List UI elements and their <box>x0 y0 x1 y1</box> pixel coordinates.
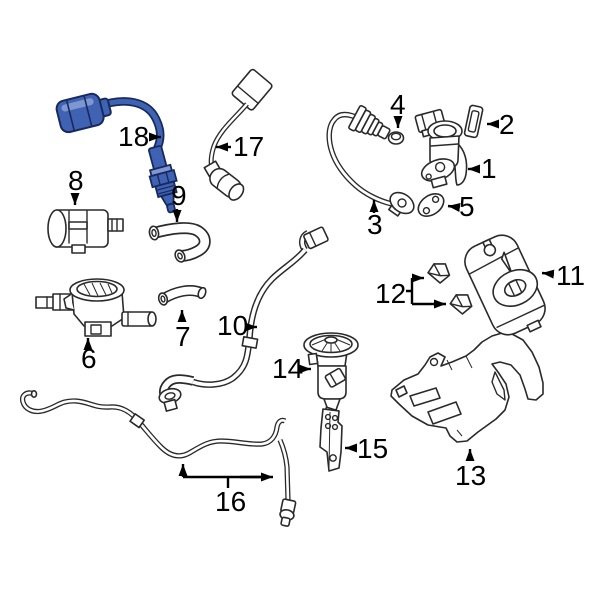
callout-6-number[interactable]: 6 <box>81 343 97 374</box>
callout-10[interactable]: 10 <box>217 310 257 341</box>
callout-5-arrow <box>447 203 461 212</box>
callout-11[interactable]: 11 <box>541 260 585 291</box>
callout-18-number[interactable]: 18 <box>118 121 149 152</box>
callout-7-number[interactable]: 7 <box>175 321 191 352</box>
part-15-mounting-bracket[interactable] <box>319 408 343 472</box>
part-13-canister-bracket[interactable] <box>390 332 544 443</box>
callout-13[interactable]: 13 <box>455 449 486 491</box>
callout-1[interactable]: 1 <box>468 153 497 184</box>
callout-5-number[interactable]: 5 <box>459 191 475 222</box>
tube-fitting <box>279 498 297 527</box>
valve-port <box>324 367 346 388</box>
part-1-egr-valve[interactable] <box>414 108 468 189</box>
bracket-plate <box>319 408 343 472</box>
part-18-oxygen-sensor-highlighted[interactable] <box>55 90 184 215</box>
callout-2-number[interactable]: 2 <box>499 109 515 140</box>
callout-17-number[interactable]: 17 <box>233 131 264 162</box>
callout-11-number[interactable]: 11 <box>556 260 585 291</box>
callout-15[interactable]: 15 <box>345 433 388 464</box>
part-16-vent-hose-assembly[interactable] <box>20 389 297 527</box>
hose-opening <box>174 249 186 263</box>
tube-flange <box>388 191 415 217</box>
callout-16[interactable]: 16 <box>178 464 273 517</box>
hose-opening <box>157 292 169 306</box>
callout-6[interactable]: 6 <box>81 338 97 374</box>
bracket-body <box>390 332 544 443</box>
part-4-egr-tube-seal[interactable] <box>387 131 405 145</box>
callout-3[interactable]: 3 <box>367 200 383 240</box>
part-10-vapor-tube[interactable] <box>158 226 329 412</box>
callout-1-number[interactable]: 1 <box>481 153 497 184</box>
callout-9-number[interactable]: 9 <box>171 180 187 211</box>
hose-opening <box>148 225 160 241</box>
part-6-purge-valve[interactable] <box>35 278 157 337</box>
sensor-body <box>148 145 178 214</box>
tube-fitting <box>348 105 391 140</box>
pump-port <box>107 218 124 232</box>
part-5-egr-tube-gasket[interactable] <box>414 189 448 221</box>
retainer-clip <box>427 263 451 284</box>
part-7-purge-hose[interactable] <box>157 285 207 306</box>
callout-3-number[interactable]: 3 <box>367 209 383 240</box>
tube-connector <box>303 226 329 250</box>
callout-17[interactable]: 17 <box>216 131 264 162</box>
callout-2[interactable]: 2 <box>487 109 515 140</box>
callout-13-number[interactable]: 13 <box>455 460 486 491</box>
callout-15-number[interactable]: 15 <box>357 433 388 464</box>
sensor-connector <box>231 68 273 111</box>
callout-12[interactable]: 12 <box>375 273 446 309</box>
tube-clip <box>241 336 259 349</box>
callout-11-arrow <box>541 269 555 279</box>
callout-18[interactable]: 18 <box>118 121 161 152</box>
callout-7[interactable]: 7 <box>175 310 191 352</box>
callout-8[interactable]: 8 <box>68 165 84 205</box>
gasket-body <box>417 193 445 217</box>
callout-12-bracket <box>406 278 414 304</box>
retainer-clip <box>449 294 473 315</box>
valve-flange <box>420 158 456 182</box>
part-12-retainer-clips[interactable] <box>426 261 473 316</box>
callout-4[interactable]: 4 <box>390 89 406 128</box>
callout-4-number[interactable]: 4 <box>390 89 406 120</box>
sensor-connector <box>55 92 112 134</box>
canister-cap <box>483 243 497 257</box>
pump-end-cap <box>47 209 67 248</box>
part-9-vapor-hose[interactable] <box>148 222 211 264</box>
callout-10-number[interactable]: 10 <box>217 310 248 341</box>
callout-16-number[interactable]: 16 <box>215 486 246 517</box>
gasket-plate <box>463 104 484 139</box>
callout-9[interactable]: 9 <box>171 180 187 222</box>
callout-14[interactable]: 14 <box>272 353 311 384</box>
callout-5[interactable]: 5 <box>447 191 475 222</box>
part-3-egr-tube[interactable] <box>326 105 418 221</box>
part-17-oxygen-sensor[interactable] <box>203 68 273 202</box>
sensor-body <box>209 167 245 201</box>
callout-12-number[interactable]: 12 <box>375 278 406 309</box>
tube-clip <box>129 413 146 429</box>
part-11-vapor-canister[interactable] <box>459 228 555 344</box>
callout-8-number[interactable]: 8 <box>68 165 84 196</box>
valve-port-left <box>35 296 55 309</box>
part-2-egr-valve-gasket[interactable] <box>463 104 484 139</box>
callout-14-number[interactable]: 14 <box>272 353 303 384</box>
part-8-leak-detection-pump[interactable] <box>47 209 124 254</box>
